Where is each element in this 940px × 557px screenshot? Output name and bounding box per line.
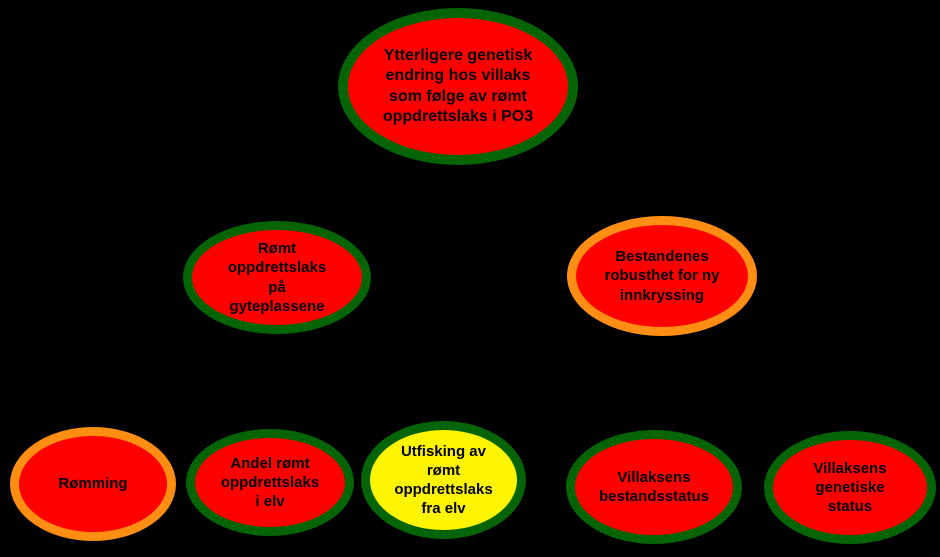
node-label: Bestandenes robusthet for ny innkryssing [604, 248, 720, 304]
node-label: Ytterligere genetisk endring hos villaks… [382, 46, 534, 125]
node-label: Andel rømt oppdrettslaks i elv [220, 454, 320, 511]
node-bestandenes-robusthet-for-ny-innkryssing: Bestandenes robusthet for ny innkryssing [567, 216, 757, 336]
node-andel-romt-oppdrettslaks-i-elv: Andel rømt oppdrettslaks i elv [186, 429, 354, 536]
node-villaksens-genetiske-status: Villaksens genetiske status [764, 431, 936, 544]
node-label: Villaksens bestandsstatus [598, 468, 710, 505]
node-romt-oppdrettslaks-pa-gyteplassene: Rømt oppdrettslaks på gyteplassene [183, 221, 371, 334]
node-ytterligere-genetisk-endring-villaks-po3: Ytterligere genetisk endring hos villaks… [338, 8, 578, 165]
node-label: Villaksens genetiske status [813, 459, 887, 516]
node-villaksens-bestandsstatus: Villaksens bestandsstatus [566, 430, 742, 544]
node-romming: Rømming [10, 427, 176, 541]
node-utfisking-av-romt-oppdrettslaks-fra-elv: Utfisking av rømt oppdrettslaks fra elv [361, 421, 526, 539]
node-label: Rømming [58, 475, 128, 493]
node-label: Utfisking av rømt oppdrettslaks fra elv [394, 442, 493, 518]
node-label: Rømt oppdrettslaks på gyteplassene [227, 240, 327, 315]
